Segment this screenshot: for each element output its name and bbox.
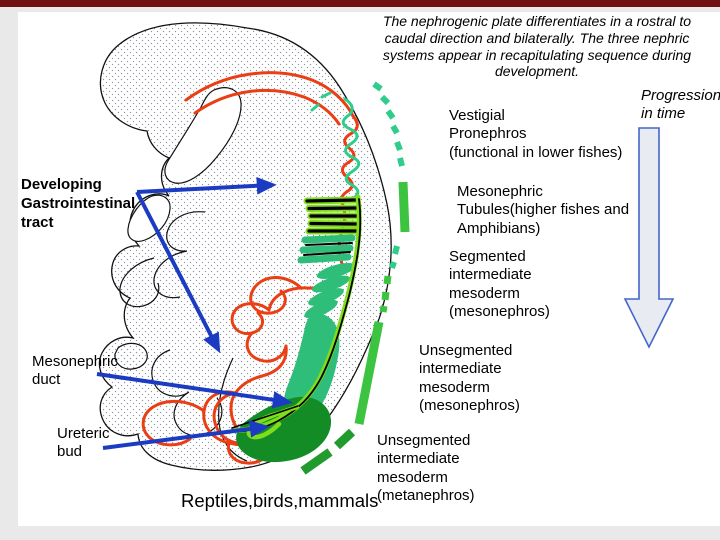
inner-fold-lines [119,211,248,462]
label-unsegmented-mesonephros: Unsegmented intermediate mesoderm (meson… [419,342,520,414]
progression-label: Progression in time [641,87,720,123]
limb-bud-nub [114,342,148,370]
label-segmented-intermediate: Segmented intermediate mesoderm (mesonep… [449,248,550,320]
segment-dashes [300,81,410,475]
slide-top-border [0,0,720,7]
pointer-arrows [96,176,293,450]
label-vestigial-pronephros: Vestigial Pronephros (functional in lowe… [449,107,623,161]
label-mesonephric-duct: Mesonephric duct [32,353,118,389]
body-gap [164,87,242,184]
arrow-ureteric-bud [102,420,270,450]
label-mesonephric-tubules: Mesonephric Tubules(higher fishes and Am… [457,183,630,237]
arrow-gi-lower [135,191,221,354]
label-developing-gi-tract: Developing Gastrointestinal tract [21,176,136,231]
slide-note: The nephrogenic plate differentiates in … [382,13,692,80]
metanephros-blob [236,396,332,463]
label-ureteric-bud: Ureteric bud [57,425,110,461]
mesonephros-blob [283,313,340,423]
progression-arrow [623,127,675,349]
pronephros-squiggle [310,91,361,199]
mesonephric-tubules [297,196,361,319]
caption-reptiles-birds-mammals: Reptiles,birds,mammals [181,490,379,511]
arrow-mesonephric-duct [96,372,293,409]
label-unsegmented-metanephros: Unsegmented intermediate mesoderm (metan… [377,432,475,504]
arrow-gi-upper [136,176,277,195]
